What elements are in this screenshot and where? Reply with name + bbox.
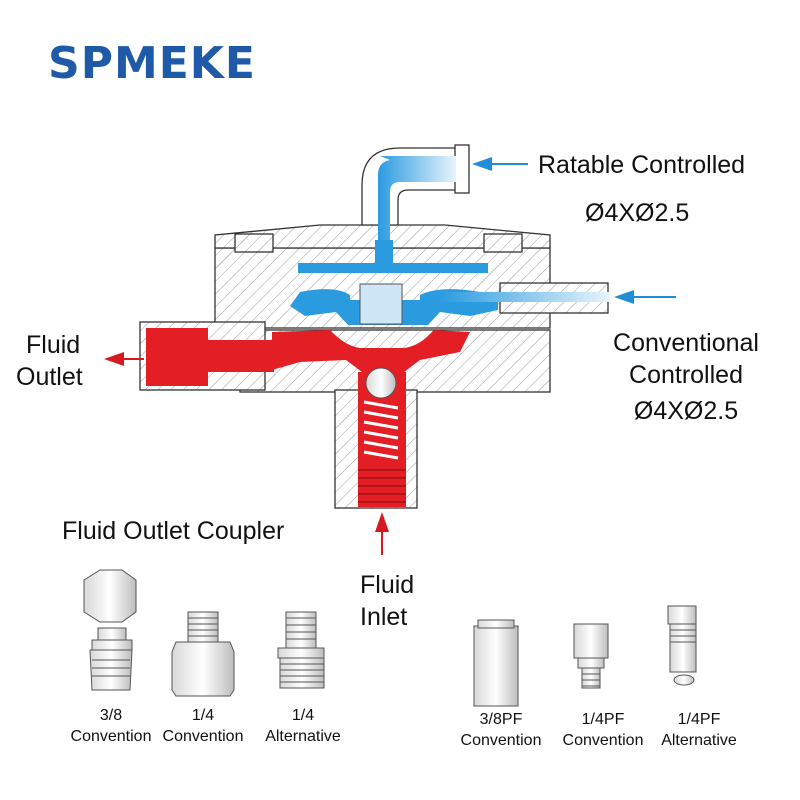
pipe-flange — [454, 144, 470, 194]
coupler-type: Alternative — [661, 731, 737, 749]
ratable-size-label: Ø4XØ2.5 — [585, 199, 690, 227]
coupler-type: Alternative — [265, 727, 341, 745]
coupler-type: Convention — [460, 731, 542, 749]
coupler-caption-3: 1/4 Alternative — [248, 706, 358, 748]
outlet-fluid — [146, 328, 208, 386]
coupler-size: 1/4 — [291, 707, 315, 724]
coupler-type: Convention — [162, 727, 244, 745]
conventional-arrow — [614, 290, 676, 304]
valve-spring — [363, 400, 399, 460]
conventional-label-line2: Controlled — [629, 361, 743, 389]
fluid-inlet-line2: Inlet — [360, 603, 408, 631]
fluid-chamber — [272, 330, 470, 372]
right-bolt — [483, 233, 523, 253]
coupler-caption-5: 1/4PF Convention — [548, 710, 658, 752]
fluid-outlet-line2: Outlet — [16, 363, 83, 391]
coupler-1-4-convention — [171, 611, 235, 697]
left-bolt — [234, 233, 274, 253]
fluid-channels — [146, 328, 470, 507]
coupler-1-4-alternative — [277, 611, 325, 689]
fluid-inlet-line1: Fluid — [360, 571, 415, 599]
ratable-controlled-label: Ratable Controlled — [538, 151, 746, 179]
side-air-flow — [440, 292, 610, 302]
coupler-size: 3/8PF — [479, 711, 523, 728]
conventional-label-line1: Conventional — [613, 329, 759, 357]
coupler-caption-1: 3/8 Convention — [56, 706, 166, 748]
fluid-outlet-line1: Fluid — [26, 331, 81, 359]
coupler-caption-6: 1/4PF Alternative — [644, 710, 754, 752]
coupler-caption-2: 1/4 Convention — [148, 706, 258, 748]
outlet-arrow — [104, 352, 144, 366]
inlet-arrow — [375, 512, 389, 555]
coupler-size: 1/4PF — [677, 711, 721, 728]
ratable-arrow — [472, 157, 528, 171]
coupler-size: 1/4 — [191, 707, 215, 724]
coupler-type: Convention — [562, 731, 644, 749]
coupler-size: 1/4PF — [581, 711, 625, 728]
air-channels — [290, 156, 610, 325]
coupler-type: Convention — [70, 727, 152, 745]
check-ball — [365, 367, 397, 399]
coupler-title: Fluid Outlet Coupler — [62, 517, 285, 545]
upper-chamber — [298, 263, 488, 273]
coupler-size: 3/8 — [99, 707, 123, 724]
coupler-1-4pf-alternative — [667, 605, 697, 686]
coupler-3-8pf-convention — [473, 619, 519, 707]
coupler-caption-4: 3/8PF Convention — [446, 710, 556, 752]
coupler-1-4pf-convention — [573, 623, 609, 689]
coupler-3-8-convention — [83, 569, 137, 691]
brand-logo: SPMEKE — [48, 38, 256, 89]
conventional-size-label: Ø4XØ2.5 — [633, 397, 739, 425]
